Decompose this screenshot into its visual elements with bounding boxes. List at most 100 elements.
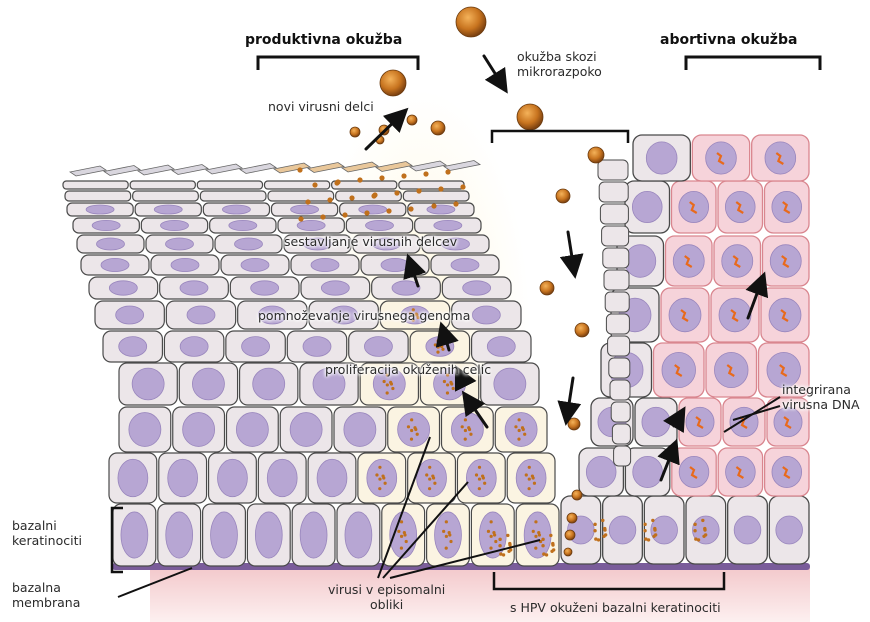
viral-genome-dot	[431, 474, 434, 477]
nucleus	[451, 258, 479, 271]
nucleus	[303, 337, 331, 357]
viral-genome-dot	[464, 429, 467, 432]
viral-genome-dot	[549, 534, 552, 537]
nucleus	[398, 413, 430, 447]
virus-particle	[350, 127, 360, 137]
nucleus	[183, 413, 215, 447]
nucleus	[524, 512, 551, 558]
viral-genome-dot	[436, 351, 439, 354]
viral-genome-dot	[643, 529, 646, 532]
viral-genome-dot	[483, 482, 486, 485]
nucleus	[646, 142, 677, 174]
nucleus	[633, 456, 663, 487]
virus-particle	[335, 179, 340, 184]
viral-genome-dot	[400, 547, 403, 550]
virus-particle	[357, 177, 362, 182]
nucleus	[291, 205, 319, 214]
viral-genome-dot	[386, 383, 389, 386]
viral-genome-dot	[445, 520, 448, 523]
viral-genome-dot	[400, 535, 403, 538]
nucleus	[92, 220, 120, 230]
viral-genome-dot	[654, 533, 657, 536]
nucleus	[118, 459, 148, 496]
cell	[608, 336, 630, 356]
viral-genome-dot	[703, 527, 706, 530]
viral-genome-dot	[443, 380, 446, 383]
virus-particle	[416, 188, 421, 193]
nucleus	[381, 258, 409, 271]
nucleus	[434, 220, 462, 230]
nucleus	[632, 191, 662, 222]
virus-particle	[588, 147, 604, 163]
viral-genome-dot	[397, 530, 400, 533]
virus-particle	[564, 548, 572, 556]
virus-particle	[423, 171, 428, 176]
viral-genome-dot	[514, 425, 517, 428]
viral-genome-dot	[502, 553, 505, 556]
nucleus	[505, 413, 537, 447]
nucleus	[236, 413, 268, 447]
nucleus	[267, 459, 297, 496]
nucleus	[161, 220, 189, 230]
squame	[172, 165, 208, 175]
viral-genome-dot	[597, 538, 600, 541]
cell	[605, 292, 629, 312]
nucleus	[101, 258, 129, 271]
nucleus	[487, 337, 515, 357]
nucleus	[516, 459, 546, 496]
virus-particle	[540, 281, 554, 295]
virus-particle	[453, 201, 458, 206]
descend-arrow-1	[568, 232, 574, 270]
virus-particle	[342, 212, 347, 217]
entry-label: okužba skozi mikrorazpoko	[517, 49, 602, 79]
viral-genome-dot	[439, 344, 442, 347]
viral-genome-dot	[481, 474, 484, 477]
nucleus	[242, 337, 270, 357]
viral-genome-dot	[434, 343, 437, 346]
squame	[206, 164, 242, 174]
cell	[268, 191, 334, 201]
virus-particle	[305, 199, 310, 204]
cell	[265, 181, 330, 189]
viral-genome-dot	[521, 426, 524, 429]
integrated-dna-label: integrirana virusna DNA	[782, 382, 860, 412]
productive-title: produktivna okužba	[245, 32, 402, 48]
nucleus	[317, 459, 347, 496]
nucleus	[166, 512, 193, 558]
viral-genome-dot	[604, 533, 607, 536]
viral-genome-dot	[378, 487, 381, 490]
nucleus	[472, 306, 500, 324]
cell	[606, 314, 629, 334]
productive-bracket	[258, 57, 418, 70]
viral-genome-dot	[704, 533, 707, 536]
nucleus	[218, 459, 248, 496]
cell	[602, 226, 629, 246]
virus-particle	[565, 530, 575, 540]
squame	[70, 166, 106, 176]
viral-genome-dot	[383, 380, 386, 383]
cell	[399, 181, 464, 189]
viral-genome-dot	[693, 523, 696, 526]
cell	[603, 248, 629, 268]
viral-genome-dot	[381, 474, 384, 477]
viral-genome-dot	[528, 477, 531, 480]
nucleus	[435, 512, 462, 558]
viral-genome-dot	[593, 529, 596, 532]
cell	[133, 191, 199, 201]
cell	[65, 191, 131, 201]
viral-genome-dot	[490, 520, 493, 523]
nucleus	[86, 205, 114, 214]
nucleus	[187, 306, 215, 324]
virus-particle	[567, 513, 577, 523]
viral-genome-dot	[534, 547, 537, 550]
nucleus	[132, 368, 164, 400]
cell	[604, 270, 629, 290]
viral-genome-dot	[449, 381, 452, 384]
viral-genome-dot	[445, 547, 448, 550]
virus-particle	[575, 323, 589, 337]
viral-genome-dot	[552, 548, 555, 551]
nucleus	[121, 512, 148, 558]
cell	[611, 402, 630, 422]
cell	[403, 191, 469, 201]
viral-genome-dot	[469, 433, 472, 436]
